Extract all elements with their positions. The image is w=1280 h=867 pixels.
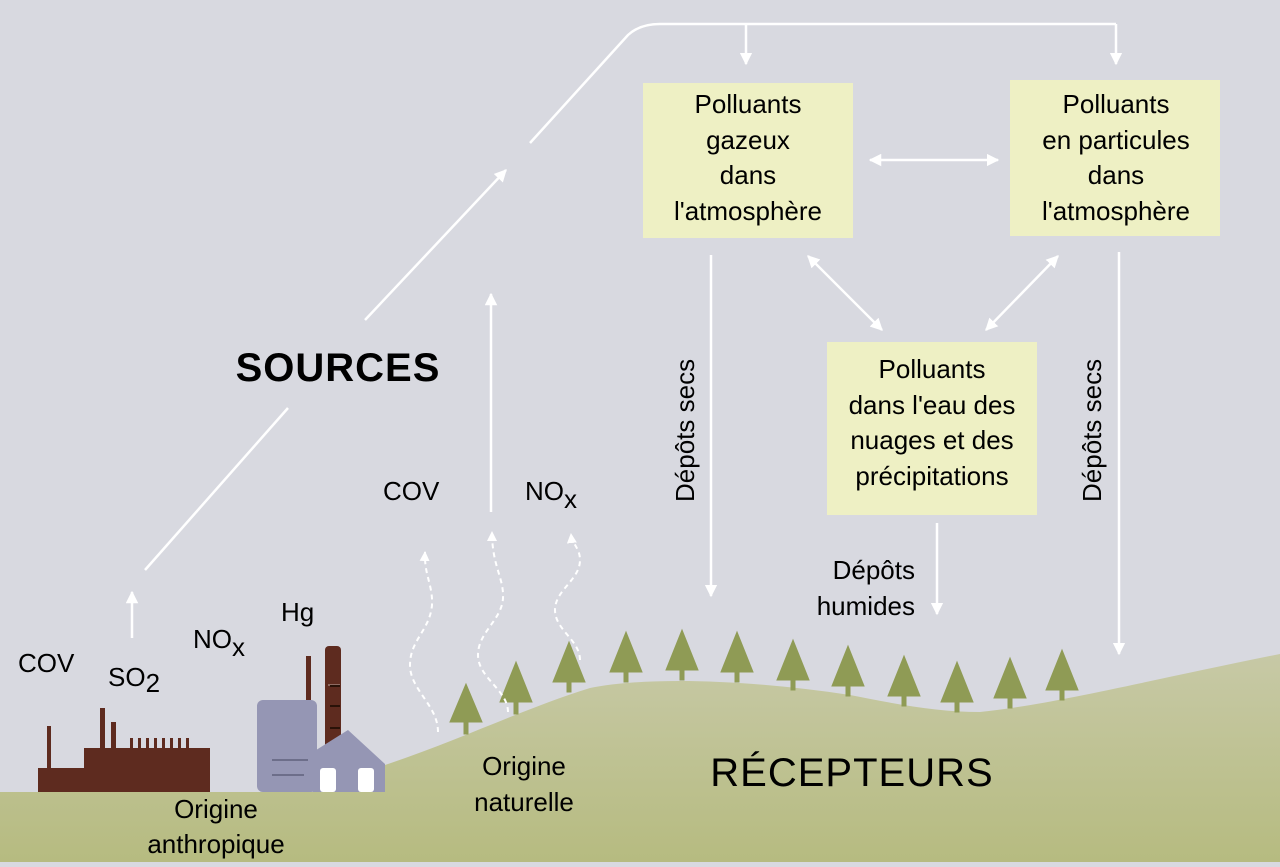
box-line: l'atmosphère: [1042, 196, 1190, 226]
sources-to-atmosphere-upper: [364, 169, 507, 321]
nox-subscript: x: [564, 484, 577, 514]
factory-icon: [38, 708, 210, 792]
wave-arrow: [476, 531, 509, 713]
ground: [0, 654, 1280, 862]
so2-subscript: 2: [146, 668, 160, 698]
dry-deposit-right-label: Dépôts secs: [1077, 359, 1107, 502]
tree-icon: [776, 638, 810, 691]
tree-icon: [887, 654, 921, 707]
tree-icon: [609, 630, 643, 683]
tree-icon: [499, 660, 533, 715]
nox-main: NO: [525, 476, 564, 506]
tree-icon: [552, 640, 586, 693]
natural-cov-label: COV: [383, 476, 440, 506]
dry-deposit-left-label: Dépôts secs: [670, 359, 700, 502]
wave-arrow: [408, 551, 439, 733]
anthro-origin-line2: anthropique: [147, 829, 284, 859]
wet-deposit-label-line1: Dépôts: [833, 555, 915, 585]
box-line: en particules: [1042, 125, 1189, 155]
particle-pollutants-box: Polluants en particules dans l'atmosphèr…: [1010, 80, 1220, 236]
receptors-title: RÉCEPTEURS: [710, 750, 993, 795]
tree-icon: [1045, 648, 1079, 701]
so2-main: SO: [108, 662, 146, 692]
anthro-cov-label: COV: [18, 648, 75, 678]
box-line: dans: [1088, 160, 1144, 190]
wave-arrow: [553, 533, 582, 661]
natural-emission-waves: [408, 531, 582, 733]
tree-icon: [831, 644, 865, 697]
box-line: dans: [720, 160, 776, 190]
tree-icon: [665, 628, 699, 681]
anthro-hg-label: Hg: [281, 597, 314, 627]
sources-to-atmosphere-lower: [144, 407, 289, 571]
nox-main: NO: [193, 624, 232, 654]
box-line: Polluants: [1063, 89, 1170, 119]
tree-icon: [940, 660, 974, 713]
anthro-nox-label: NOx: [193, 624, 245, 662]
sources-title: SOURCES: [236, 346, 441, 390]
tree-icon: [720, 630, 754, 683]
box-line: Polluants: [879, 354, 986, 384]
box-line: dans l'eau des: [849, 390, 1016, 420]
top-distribution-line: [529, 22, 1116, 144]
cloud-pollutants-box: Polluants dans l'eau des nuages et des p…: [827, 342, 1037, 515]
tree-icon: [993, 656, 1027, 709]
forest: [449, 628, 1079, 735]
anthro-so2-label: SO2: [108, 662, 160, 698]
box-line: nuages et des: [850, 425, 1013, 455]
tree-icon: [449, 682, 483, 735]
anthro-origin-line1: Origine: [174, 794, 258, 824]
house-icon: [313, 730, 385, 792]
gas-cloud-exchange: [807, 255, 883, 331]
nox-subscript: x: [232, 632, 245, 662]
natural-origin-line2: naturelle: [474, 787, 574, 817]
gaseous-pollutants-box: Polluants gazeux dans l'atmosphère: [643, 83, 853, 238]
natural-nox-label: NOx: [525, 476, 577, 514]
box-line: Polluants: [695, 89, 802, 119]
natural-origin-line1: Origine: [482, 751, 566, 781]
emission-arrows: [125, 22, 1126, 656]
box-line: l'atmosphère: [674, 196, 822, 226]
box-line: précipitations: [855, 461, 1008, 491]
box-line: gazeux: [706, 125, 790, 155]
wet-deposit-label-line2: humides: [817, 591, 915, 621]
particle-cloud-exchange: [985, 255, 1059, 331]
